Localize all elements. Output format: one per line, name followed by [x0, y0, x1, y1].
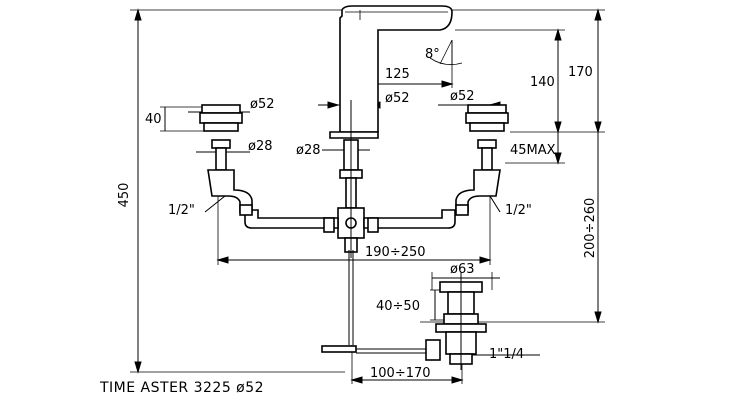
- label-rod-height: 200÷260: [583, 198, 598, 259]
- label-handle-height: 40: [145, 112, 162, 127]
- drawing-title: TIME ASTER 3225 ø52: [99, 380, 264, 396]
- label-spout-body-dia: ø52: [385, 91, 410, 106]
- label-spout-height-140: 140: [530, 75, 555, 90]
- label-thread-right: 1/2": [505, 203, 532, 218]
- popup-rod: [321, 250, 441, 361]
- label-center-spacing: 190÷250: [365, 245, 426, 260]
- label-spout-angle: 8°: [425, 47, 440, 62]
- label-shank-dia-center: ø28: [296, 143, 321, 158]
- label-handle-dia-left: ø52: [250, 97, 275, 112]
- dimension-labels: 450 8° 125 140 170 ø52 40 ø52 ø52 ø28 ø2…: [117, 47, 598, 381]
- label-drain-height: 40÷50: [376, 299, 420, 314]
- label-drain-thread: 1"1/4: [489, 347, 524, 362]
- label-shank-dia-left: ø28: [248, 139, 273, 154]
- label-drain-reach: 100÷170: [370, 366, 431, 381]
- label-spout-height-170: 170: [568, 65, 593, 80]
- left-valve: [199, 104, 253, 216]
- connecting-pipes: [244, 209, 456, 233]
- label-max-deck: 45MAX: [510, 143, 556, 158]
- center-shank: [337, 100, 365, 258]
- label-spout-reach: 125: [385, 67, 410, 82]
- right-valve: [455, 104, 509, 216]
- label-drain-dia: ø63: [450, 262, 475, 277]
- label-thread-left: 1/2": [168, 203, 195, 218]
- drain-waste: [435, 272, 487, 370]
- label-total-height: 450: [117, 183, 132, 208]
- label-handle-dia-right: ø52: [450, 89, 475, 104]
- spout: [329, 5, 453, 139]
